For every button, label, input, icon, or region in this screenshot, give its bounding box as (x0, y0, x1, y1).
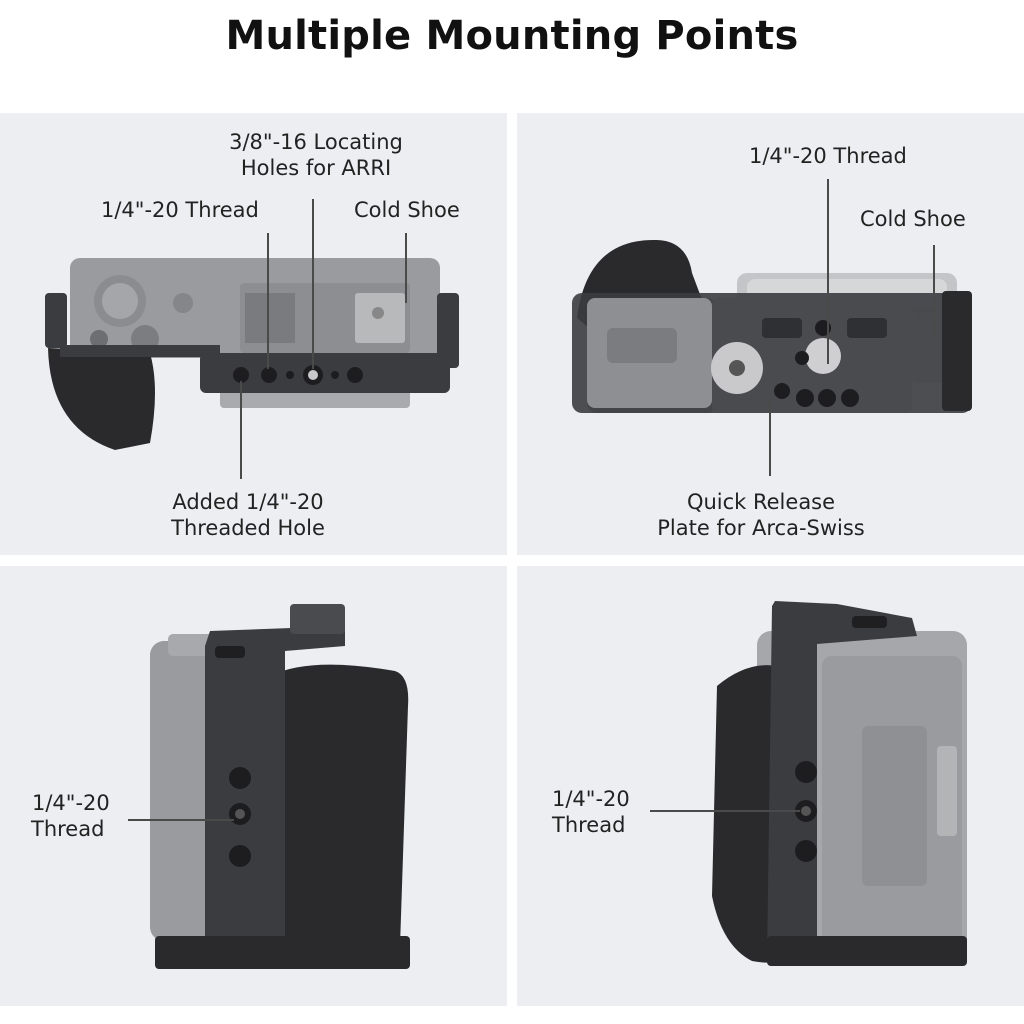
page-title: Multiple Mounting Points (225, 13, 799, 59)
label-added-hole-line2: Threaded Hole (171, 516, 325, 540)
leader-line-cold-shoe (933, 245, 935, 340)
panel-bottom-view: 1/4"-20 Thread Cold Shoe Quick Release P… (517, 113, 1024, 555)
label-thread-line2: Thread (552, 813, 626, 837)
panel-left-side-view: 1/4"-20 Thread (0, 566, 507, 1006)
label-locating-holes-line2: Holes for ARRI (240, 156, 392, 180)
label-added-hole-line1: Added 1/4"-20 (172, 490, 324, 514)
label-thread: 1/4"-20 Thread (101, 198, 259, 222)
leader-line-thread (128, 819, 234, 821)
label-cold-shoe: Cold Shoe (354, 198, 460, 222)
panel-top-view: 3/8"-16 Locating Holes for ARRI 1/4"-20 … (0, 113, 507, 555)
label-thread-line1: 1/4"-20 (32, 791, 110, 815)
camera-cage-left-side-illustration (150, 604, 410, 969)
leader-line-added-hole (240, 381, 242, 479)
label-quick-release-line1: Quick Release (686, 490, 836, 514)
label-thread-line1: 1/4"-20 (552, 787, 630, 811)
leader-line-thread (267, 233, 269, 369)
label-quick-release-line2: Plate for Arca-Swiss (657, 516, 865, 540)
leader-line-cold-shoe (405, 233, 407, 303)
camera-cage-right-side-illustration (712, 601, 967, 966)
label-thread-line2: Thread (31, 817, 105, 841)
leader-line-locating (312, 199, 314, 369)
camera-cage-bottom-view-illustration (572, 239, 972, 413)
leader-line-thread (827, 179, 829, 364)
leader-line-thread (650, 810, 800, 812)
label-locating-holes-line1: 3/8"-16 Locating (229, 130, 403, 154)
leader-line-quick-release (769, 398, 771, 476)
panel-right-side-view: 1/4"-20 Thread (517, 566, 1024, 1006)
label-cold-shoe: Cold Shoe (860, 207, 966, 231)
label-thread: 1/4"-20 Thread (749, 144, 907, 168)
